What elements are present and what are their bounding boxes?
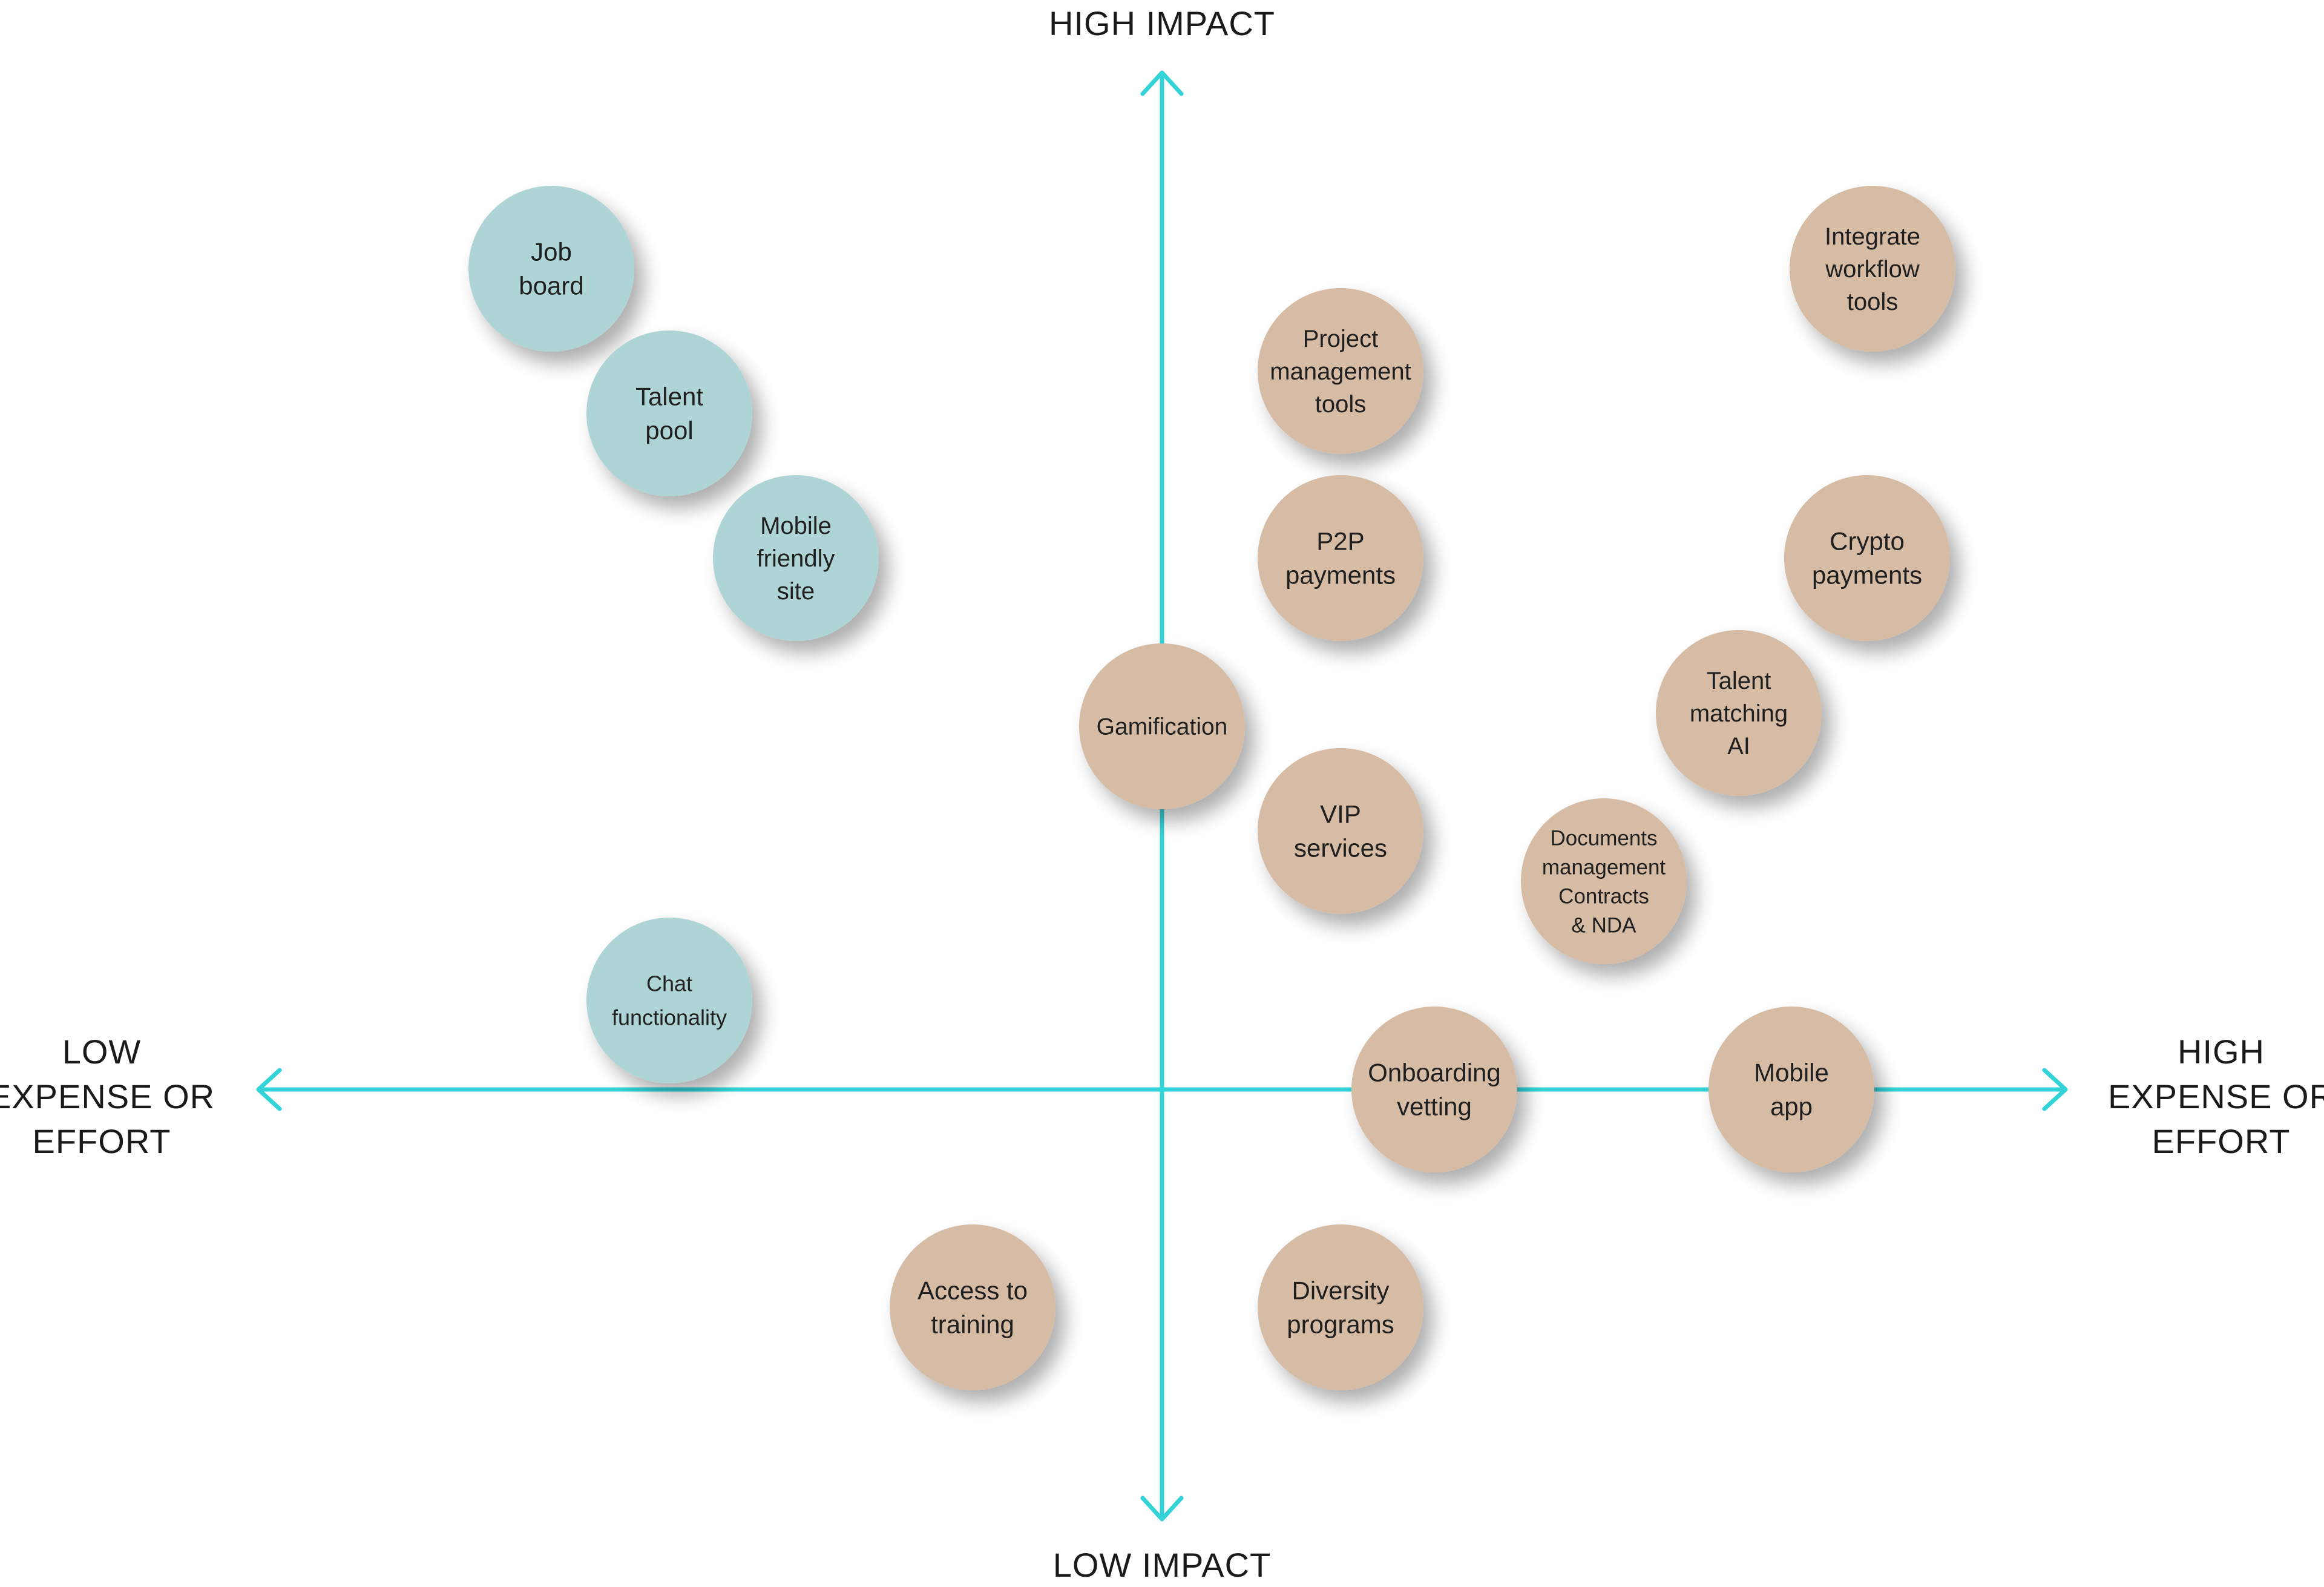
bubble-circle	[1258, 748, 1423, 914]
label-high-effort-line: EXPENSE OR	[2108, 1077, 2324, 1116]
bubble-label: Access to	[917, 1276, 1028, 1305]
arrow-right-icon	[2042, 1068, 2068, 1111]
feature-bubble: Integrate workflow tools	[1790, 186, 1955, 352]
label-high-effort: HIGH EXPENSE OR EFFORT	[2108, 1033, 2324, 1160]
bubble-circle	[586, 918, 752, 1083]
feature-bubble: Mobile app	[1709, 1007, 1874, 1172]
bubble-label: tools	[1847, 289, 1899, 315]
arrow-left-icon	[256, 1068, 282, 1111]
bubble-circle	[1784, 475, 1950, 641]
feature-bubble: Chat functionality	[586, 918, 752, 1083]
bubble-circle	[1079, 643, 1245, 809]
bubble-label: programs	[1287, 1310, 1394, 1339]
feature-bubble: Crypto payments	[1784, 475, 1950, 641]
bubble-circle	[1790, 186, 1955, 352]
bubble-label: Gamification	[1097, 714, 1228, 740]
bubble-circle	[890, 1224, 1055, 1390]
bubble-label: services	[1294, 834, 1387, 862]
label-low-effort-line: EFFORT	[33, 1122, 171, 1160]
label-low-effort-line: EXPENSE OR	[0, 1077, 215, 1116]
bubble-label: Chat	[646, 971, 692, 996]
bubble-label: management	[1270, 358, 1411, 385]
bubble-label: payments	[1812, 561, 1922, 590]
feature-bubble: Mobile friendly site	[713, 475, 879, 641]
bubble-circle	[713, 475, 879, 641]
bubble-label: tools	[1315, 391, 1367, 418]
bubble-label: Job	[531, 238, 572, 266]
feature-bubble: VIP services	[1258, 748, 1423, 914]
bubble-label: Mobile	[760, 513, 832, 539]
bubble-circle	[586, 330, 752, 496]
bubble-label: P2P	[1316, 527, 1364, 556]
bubble-circle	[1656, 630, 1822, 796]
bubble-label: Onboarding	[1368, 1059, 1501, 1087]
label-low-effort: LOW EXPENSE OR EFFORT	[0, 1033, 215, 1160]
arrow-down-icon	[1140, 1496, 1184, 1522]
feature-bubble: Diversity programs	[1258, 1224, 1423, 1390]
bubble-label: functionality	[612, 1005, 727, 1030]
bubble-label: & NDA	[1572, 913, 1637, 937]
bubble-label: Mobile	[1754, 1059, 1829, 1087]
bubble-label: management	[1542, 855, 1666, 879]
bubble-label: pool	[645, 416, 693, 445]
bubble-circle	[1709, 1007, 1874, 1172]
feature-bubble: Job board	[468, 186, 634, 352]
bubble-label: Project	[1303, 326, 1379, 352]
arrow-up-icon	[1140, 70, 1184, 96]
bubble-label: Contracts	[1558, 884, 1649, 908]
bubble-label: AI	[1727, 733, 1750, 760]
bubble-label: VIP	[1320, 800, 1361, 829]
label-high-effort-line: HIGH	[2178, 1033, 2265, 1071]
bubble-label: board	[519, 272, 583, 300]
bubble-circle	[1258, 288, 1423, 454]
feature-bubble: Onboarding vetting	[1351, 1007, 1517, 1172]
bubble-label: payments	[1285, 561, 1396, 590]
label-low-effort-line: LOW	[62, 1033, 142, 1071]
label-high-impact: HIGH IMPACT	[1049, 4, 1275, 42]
label-high-effort-line: EFFORT	[2152, 1122, 2291, 1160]
feature-bubble: P2P payments	[1258, 475, 1423, 641]
bubble-label: Talent	[1707, 668, 1771, 694]
bubble-label: app	[1770, 1092, 1813, 1121]
bubble-circle	[1521, 798, 1687, 964]
feature-bubble: Project management tools	[1258, 288, 1423, 454]
bubble-label: Talent	[635, 383, 703, 411]
feature-bubble: Talent pool	[586, 330, 752, 496]
bubble-label: Diversity	[1292, 1276, 1389, 1305]
bubble-circle	[1351, 1007, 1517, 1172]
bubble-label: Integrate	[1825, 223, 1920, 250]
bubble-label: Crypto	[1830, 527, 1905, 556]
feature-bubble: Access to training	[890, 1224, 1055, 1390]
bubble-circle	[1258, 1224, 1423, 1390]
bubble-label: site	[777, 578, 815, 605]
label-low-impact: LOW IMPACT	[1053, 1546, 1272, 1584]
bubble-label: workflow	[1825, 256, 1920, 283]
bubble-label: friendly	[757, 545, 835, 572]
bubble-label: Documents	[1550, 826, 1657, 850]
bubble-circle	[1258, 475, 1423, 641]
bubble-label: vetting	[1397, 1092, 1472, 1121]
bubble-label: training	[931, 1310, 1014, 1339]
bubble-circle	[468, 186, 634, 352]
bubble-label: matching	[1690, 700, 1788, 727]
feature-bubble: Gamification	[1079, 643, 1245, 809]
